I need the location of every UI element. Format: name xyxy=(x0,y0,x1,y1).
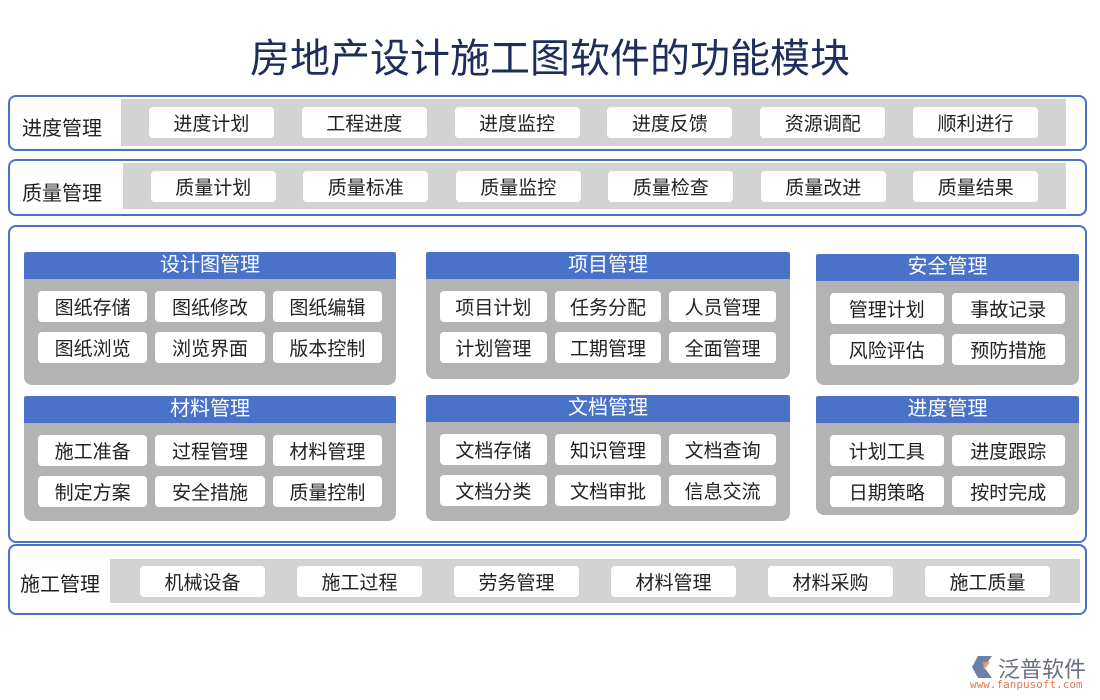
module-button[interactable]: 全面管理 xyxy=(669,332,776,363)
module-button[interactable]: 项目计划 xyxy=(440,291,547,322)
module-button[interactable]: 安全措施 xyxy=(155,476,265,507)
card-title: 文档管理 xyxy=(426,395,790,422)
card: 材料管理施工准备过程管理材料管理制定方案安全措施质量控制 xyxy=(24,396,396,521)
module-button[interactable]: 文档审批 xyxy=(554,475,662,506)
module-button[interactable]: 图纸编辑 xyxy=(272,291,382,322)
page-title: 房地产设计施工图软件的功能模块 xyxy=(250,36,850,81)
module-button[interactable]: 材料采购 xyxy=(768,565,893,597)
module-button[interactable]: 进度监控 xyxy=(454,107,580,138)
module-button[interactable]: 日期策略 xyxy=(830,476,944,507)
card-items: 图纸存储图纸修改图纸编辑图纸浏览浏览界面版本控制 xyxy=(24,279,396,375)
module-button[interactable]: 浏览界面 xyxy=(155,332,265,363)
module-button[interactable]: 文档查询 xyxy=(669,434,776,465)
row-items: 质量计划质量标准质量监控质量检查质量改进质量结果 xyxy=(123,163,1066,209)
module-button[interactable]: 劳务管理 xyxy=(454,565,579,597)
module-button[interactable]: 质量标准 xyxy=(303,170,429,202)
card: 进度管理计划工具进度跟踪日期策略按时完成 xyxy=(816,396,1079,515)
module-button[interactable]: 质量监控 xyxy=(455,170,581,202)
card-title: 设计图管理 xyxy=(24,252,396,279)
module-button[interactable]: 质量计划 xyxy=(150,170,276,202)
module-button[interactable]: 材料管理 xyxy=(611,565,736,597)
module-button[interactable]: 图纸浏览 xyxy=(38,332,148,363)
module-button[interactable]: 制定方案 xyxy=(38,476,148,507)
module-button[interactable]: 质量控制 xyxy=(272,476,382,507)
module-button[interactable]: 进度反馈 xyxy=(607,107,733,138)
module-button[interactable]: 版本控制 xyxy=(272,332,382,363)
module-button[interactable]: 按时完成 xyxy=(951,476,1065,507)
logo-name: 泛普软件 xyxy=(998,658,1087,683)
module-button[interactable]: 文档存储 xyxy=(440,434,547,465)
logo-icon xyxy=(972,656,992,678)
module-button[interactable]: 计划工具 xyxy=(830,435,944,466)
module-button[interactable]: 图纸存储 xyxy=(38,291,148,322)
module-button[interactable]: 事故记录 xyxy=(951,293,1065,324)
module-button[interactable]: 预防措施 xyxy=(951,334,1065,365)
card-title: 材料管理 xyxy=(24,396,396,423)
row-label: 施工管理 xyxy=(20,574,100,596)
row-items: 机械设备施工过程劳务管理材料管理材料采购施工质量 xyxy=(110,559,1080,603)
module-button[interactable]: 知识管理 xyxy=(554,434,662,465)
module-button[interactable]: 施工准备 xyxy=(38,435,148,466)
module-button[interactable]: 管理计划 xyxy=(830,293,944,324)
module-button[interactable]: 质量改进 xyxy=(760,170,886,202)
module-button[interactable]: 工期管理 xyxy=(554,332,662,363)
module-button[interactable]: 质量结果 xyxy=(913,170,1039,202)
module-button[interactable]: 任务分配 xyxy=(554,291,662,322)
module-button[interactable]: 施工过程 xyxy=(297,565,422,597)
card-items: 管理计划事故记录风险评估预防措施 xyxy=(816,281,1079,377)
card: 项目管理项目计划任务分配人员管理计划管理工期管理全面管理 xyxy=(426,252,790,379)
module-button[interactable]: 材料管理 xyxy=(272,435,382,466)
module-button[interactable]: 文档分类 xyxy=(440,475,547,506)
module-button[interactable]: 风险评估 xyxy=(830,334,944,365)
row-label: 进度管理 xyxy=(22,118,102,140)
module-button[interactable]: 工程进度 xyxy=(301,107,427,138)
module-button[interactable]: 过程管理 xyxy=(155,435,265,466)
card-title: 进度管理 xyxy=(816,396,1079,423)
row-quality: 质量管理 质量计划质量标准质量监控质量检查质量改进质量结果 xyxy=(8,159,1087,216)
row-construction: 施工管理 机械设备施工过程劳务管理材料管理材料采购施工质量 xyxy=(8,544,1087,615)
module-button[interactable]: 人员管理 xyxy=(669,291,776,322)
card-items: 文档存储知识管理文档查询文档分类文档审批信息交流 xyxy=(426,422,790,518)
module-button[interactable]: 信息交流 xyxy=(669,475,776,506)
module-button[interactable]: 质量检查 xyxy=(608,170,734,202)
row-schedule: 进度管理 进度计划工程进度进度监控进度反馈资源调配顺利进行 xyxy=(8,95,1087,151)
card-items: 施工准备过程管理材料管理制定方案安全措施质量控制 xyxy=(24,423,396,519)
card: 安全管理管理计划事故记录风险评估预防措施 xyxy=(816,254,1079,385)
module-button[interactable]: 进度计划 xyxy=(148,107,274,138)
card-title: 项目管理 xyxy=(426,252,790,279)
module-button[interactable]: 机械设备 xyxy=(140,565,265,597)
card: 设计图管理图纸存储图纸修改图纸编辑图纸浏览浏览界面版本控制 xyxy=(24,252,396,385)
logo-url: www.fanpusoft.com xyxy=(970,678,1083,691)
card-items: 项目计划任务分配人员管理计划管理工期管理全面管理 xyxy=(426,279,790,375)
module-button[interactable]: 进度跟踪 xyxy=(951,435,1065,466)
card-items: 计划工具进度跟踪日期策略按时完成 xyxy=(816,423,1079,519)
card-title: 安全管理 xyxy=(816,254,1079,281)
module-button[interactable]: 图纸修改 xyxy=(155,291,265,322)
card: 文档管理文档存储知识管理文档查询文档分类文档审批信息交流 xyxy=(426,395,790,521)
row-items: 进度计划工程进度进度监控进度反馈资源调配顺利进行 xyxy=(121,99,1066,146)
module-button[interactable]: 资源调配 xyxy=(760,107,886,138)
module-button[interactable]: 施工质量 xyxy=(925,565,1050,597)
module-button[interactable]: 顺利进行 xyxy=(913,107,1039,138)
row-label: 质量管理 xyxy=(22,183,102,205)
module-button[interactable]: 计划管理 xyxy=(440,332,547,363)
